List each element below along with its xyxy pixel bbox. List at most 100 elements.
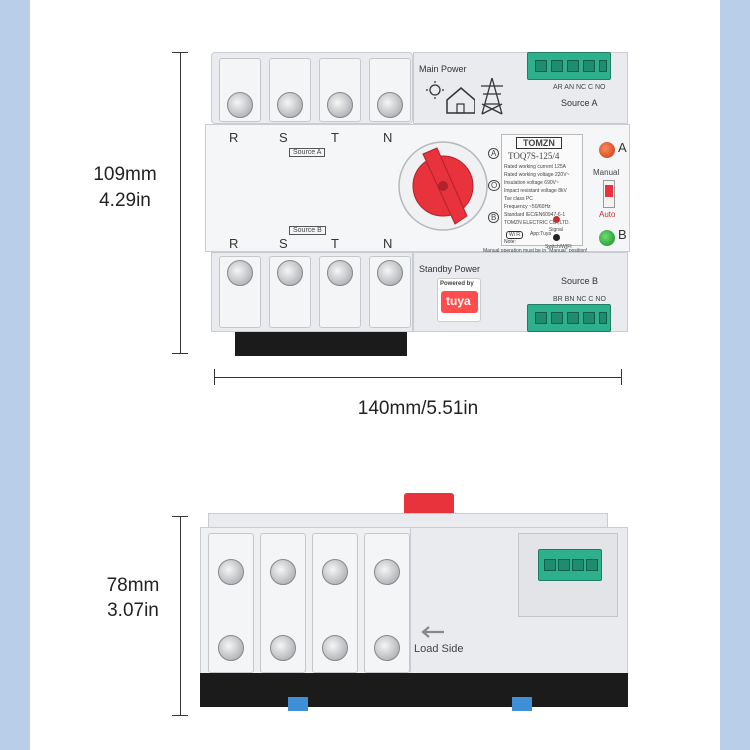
- spec-line-5: Tse class PC: [504, 196, 533, 202]
- height-tick-top: [172, 52, 188, 53]
- switch-led: [553, 234, 560, 241]
- tuya-label: tuya: [446, 294, 471, 308]
- source-a-tag: Source A: [289, 148, 326, 157]
- transfer-switch-side: Load Side: [200, 493, 630, 715]
- source-a-terminal-labels: AR AN NC C NO: [553, 84, 606, 91]
- upper-screw-1: [227, 92, 253, 118]
- source-b-tag: Source B: [289, 226, 326, 235]
- indicator-b-label: B: [618, 227, 627, 242]
- upper-screw-3: [327, 92, 353, 118]
- side-pin-4: [586, 559, 598, 571]
- nameplate: TOMZN TOQ7S-125/4 Rated working current …: [501, 134, 583, 246]
- source-b-label: Source B: [561, 276, 599, 286]
- height-inch-label: 4.29in: [99, 190, 151, 211]
- phase-bottom-t: T: [331, 236, 339, 251]
- rotary-handle[interactable]: [395, 136, 495, 236]
- phase-bottom-n: N: [383, 236, 393, 251]
- side-screw-3a: [322, 559, 348, 585]
- mode-switch-knob: [605, 185, 613, 197]
- transfer-switch-front: Main Power AR AN NC C NO Source A R S T …: [205, 52, 630, 357]
- depth-dimension-line: [180, 516, 181, 716]
- lower-screw-2: [277, 260, 303, 286]
- phase-top-t: T: [331, 130, 339, 145]
- source-a-pin-3: [567, 60, 579, 72]
- signal-led: [553, 216, 560, 223]
- phase-top-s: S: [279, 130, 288, 145]
- side-pin-3: [572, 559, 584, 571]
- tuya-badge: Powered by tuya: [437, 278, 481, 322]
- phase-top-n: N: [383, 130, 393, 145]
- lower-screw-4: [377, 260, 403, 286]
- depth-inch-label: 3.07in: [107, 600, 159, 621]
- source-b-pin-2: [551, 312, 563, 324]
- note-text: Manual operation must be in "Manual" pos…: [483, 248, 588, 254]
- source-b-pin-1: [535, 312, 547, 324]
- height-label: 109mm: [93, 164, 157, 185]
- side-screw-4b: [374, 635, 400, 661]
- din-rail-base: [235, 332, 407, 356]
- width-label: 140mm/5.51in: [357, 398, 479, 419]
- app-label: App:Tuya: [530, 231, 552, 237]
- brand-label: TOMZN: [516, 137, 562, 149]
- depth-tick-bottom: [172, 715, 188, 716]
- spec-line-6: Frequency ~50/60Hz: [504, 204, 551, 210]
- side-pin-2: [558, 559, 570, 571]
- side-screw-2a: [270, 559, 296, 585]
- source-a-pin-5: [599, 60, 607, 72]
- spec-line-7: Standard IEC/EN60947-6-1: [504, 212, 566, 218]
- upper-screw-4: [377, 92, 403, 118]
- standby-power-label: Standby Power: [419, 264, 481, 274]
- din-clip-left[interactable]: [288, 697, 308, 711]
- upper-screw-2: [277, 92, 303, 118]
- phase-top-r: R: [229, 130, 239, 145]
- side-screw-3b: [322, 635, 348, 661]
- spec-line-1: Rated working current 125A: [504, 164, 566, 170]
- lower-screw-3: [327, 260, 353, 286]
- indicator-a-label: A: [618, 140, 627, 155]
- switch-label: Switch/WIFI: [545, 244, 572, 250]
- source-b-pin-3: [567, 312, 579, 324]
- phase-bottom-s: S: [279, 236, 288, 251]
- side-pin-1: [544, 559, 556, 571]
- arrow-left-icon: [421, 626, 444, 638]
- indicator-a-led: [599, 142, 615, 158]
- source-b-pin-4: [583, 312, 595, 324]
- power-tower-icon: [481, 77, 503, 115]
- width-tick-left: [214, 369, 215, 385]
- din-clip-right[interactable]: [512, 697, 532, 711]
- spec-line-3: Insulation voltage 690V~: [504, 180, 559, 186]
- spec-line-2: Rated working voltage 220V~: [504, 172, 570, 178]
- mode-switch[interactable]: [603, 180, 615, 208]
- load-side-label: Load Side: [414, 643, 464, 655]
- side-black-base: [200, 673, 628, 707]
- dial-o: O: [488, 180, 501, 191]
- source-a-label: Source A: [561, 98, 598, 108]
- side-screw-1a: [218, 559, 244, 585]
- spec-line-8: TOMZN ELECTRIC CO.,LTD.: [504, 220, 570, 226]
- wifi-label: Wi Fi: [506, 231, 524, 239]
- model-label: TOQ7S-125/4: [508, 151, 560, 161]
- source-a-pin-2: [551, 60, 563, 72]
- side-screw-2b: [270, 635, 296, 661]
- height-tick-bottom: [172, 353, 188, 354]
- source-b-terminal-labels: BR BN NC C NO: [553, 296, 606, 303]
- source-a-pin-1: [535, 60, 547, 72]
- red-handle-top: [404, 493, 454, 515]
- dial-a: A: [488, 148, 500, 159]
- main-power-label: Main Power: [419, 64, 467, 74]
- source-a-pin-4: [583, 60, 595, 72]
- mode-manual-label: Manual: [593, 168, 620, 177]
- width-tick-right: [621, 369, 622, 385]
- depth-label: 78mm: [106, 575, 160, 596]
- mode-auto-label: Auto: [599, 210, 616, 219]
- solar-house-icon: [426, 81, 475, 114]
- height-dimension-line: [180, 52, 181, 354]
- phase-bottom-r: R: [229, 236, 239, 251]
- source-b-pin-5: [599, 312, 607, 324]
- dial-b: B: [488, 212, 500, 223]
- side-screw-1b: [218, 635, 244, 661]
- spec-line-4: Impact resistant voltage 8kV: [504, 188, 567, 194]
- signal-label: Signal: [549, 227, 563, 233]
- lower-screw-1: [227, 260, 253, 286]
- lower-terminal-1: [219, 256, 261, 328]
